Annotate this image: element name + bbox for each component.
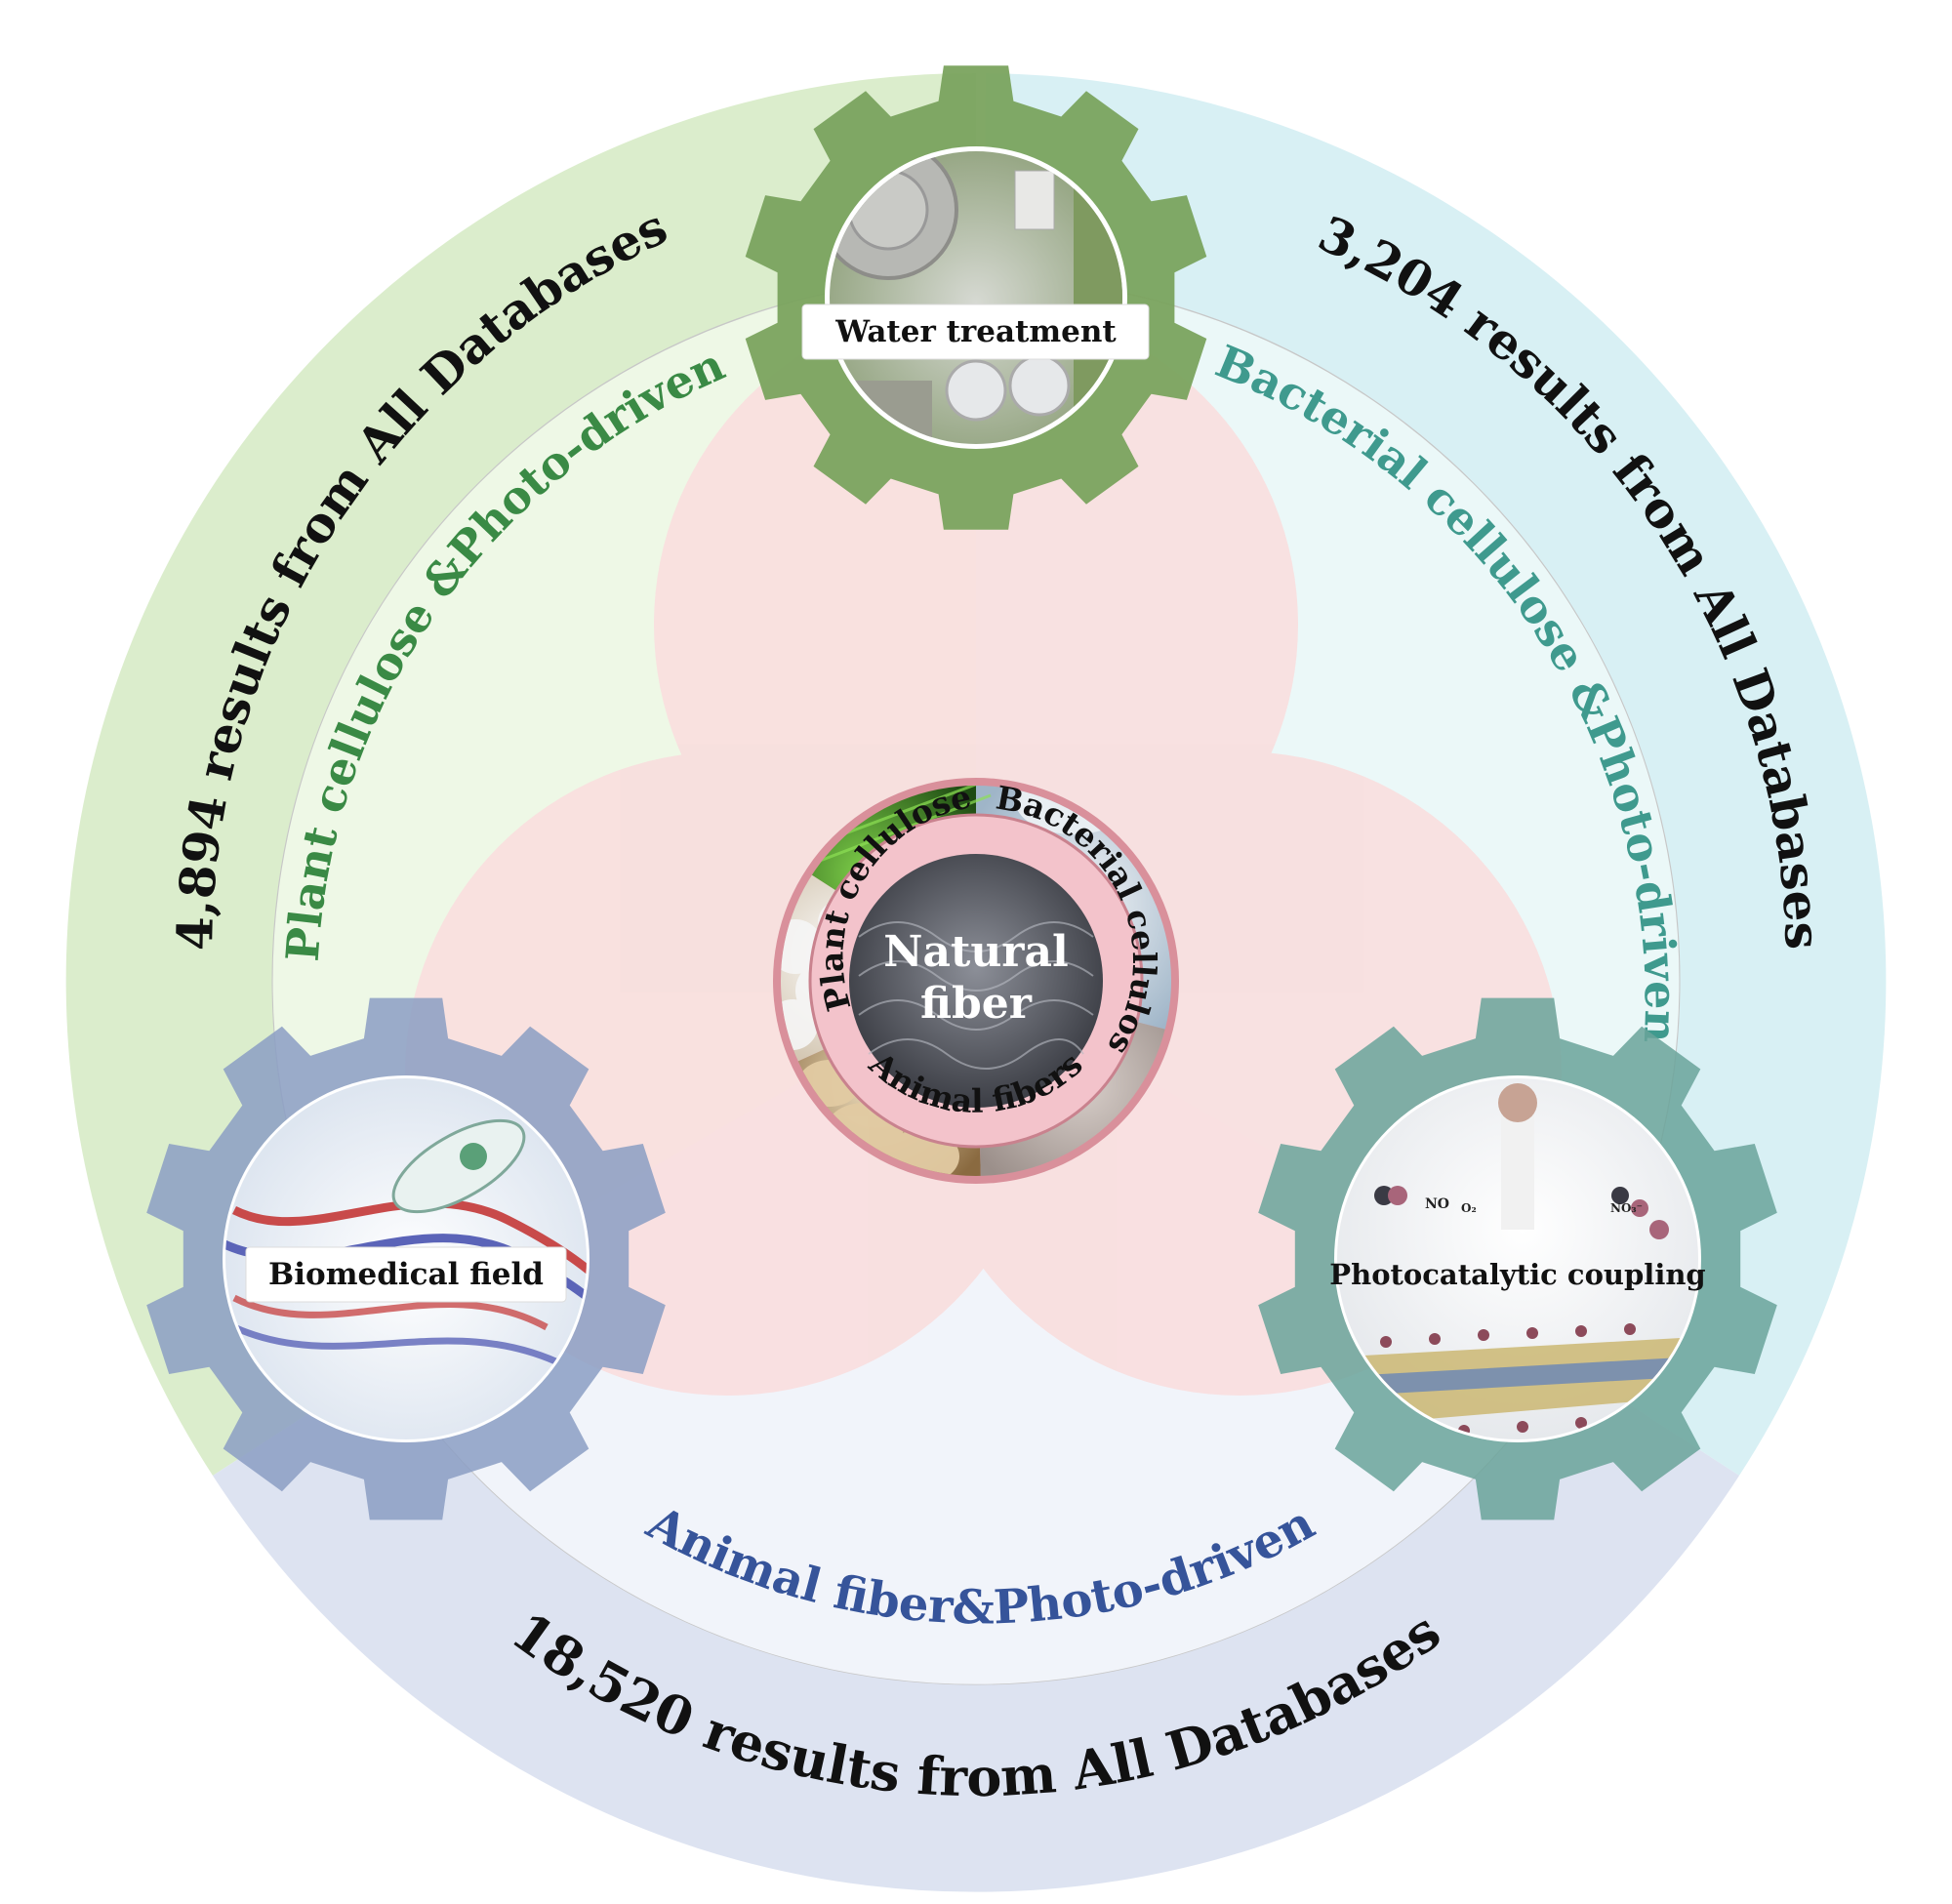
center-title-line2: fiber: [920, 979, 1033, 1029]
label-no: NO: [1425, 1196, 1449, 1212]
label-biomedical: Biomedical field: [268, 1257, 544, 1292]
center-title-line1: Natural: [883, 927, 1068, 977]
photocatalytic-photo: NO O₂ NO₃⁻: [1337, 1078, 1698, 1439]
label-no3: NO₃⁻: [1610, 1201, 1643, 1215]
gear-biomedical: Biomedical field: [146, 997, 666, 1520]
label-o2: O₂: [1461, 1201, 1477, 1215]
water-treatment-photo: [830, 151, 1122, 444]
label-water-treatment: Water treatment: [834, 314, 1117, 349]
label-photocatalytic: Photocatalytic coupling: [1329, 1258, 1705, 1291]
gear-water-treatment: Water treatment: [745, 65, 1207, 530]
gear-photocatalytic: NO O₂ NO₃⁻ Photocatalytic coupling: [1258, 997, 1777, 1520]
